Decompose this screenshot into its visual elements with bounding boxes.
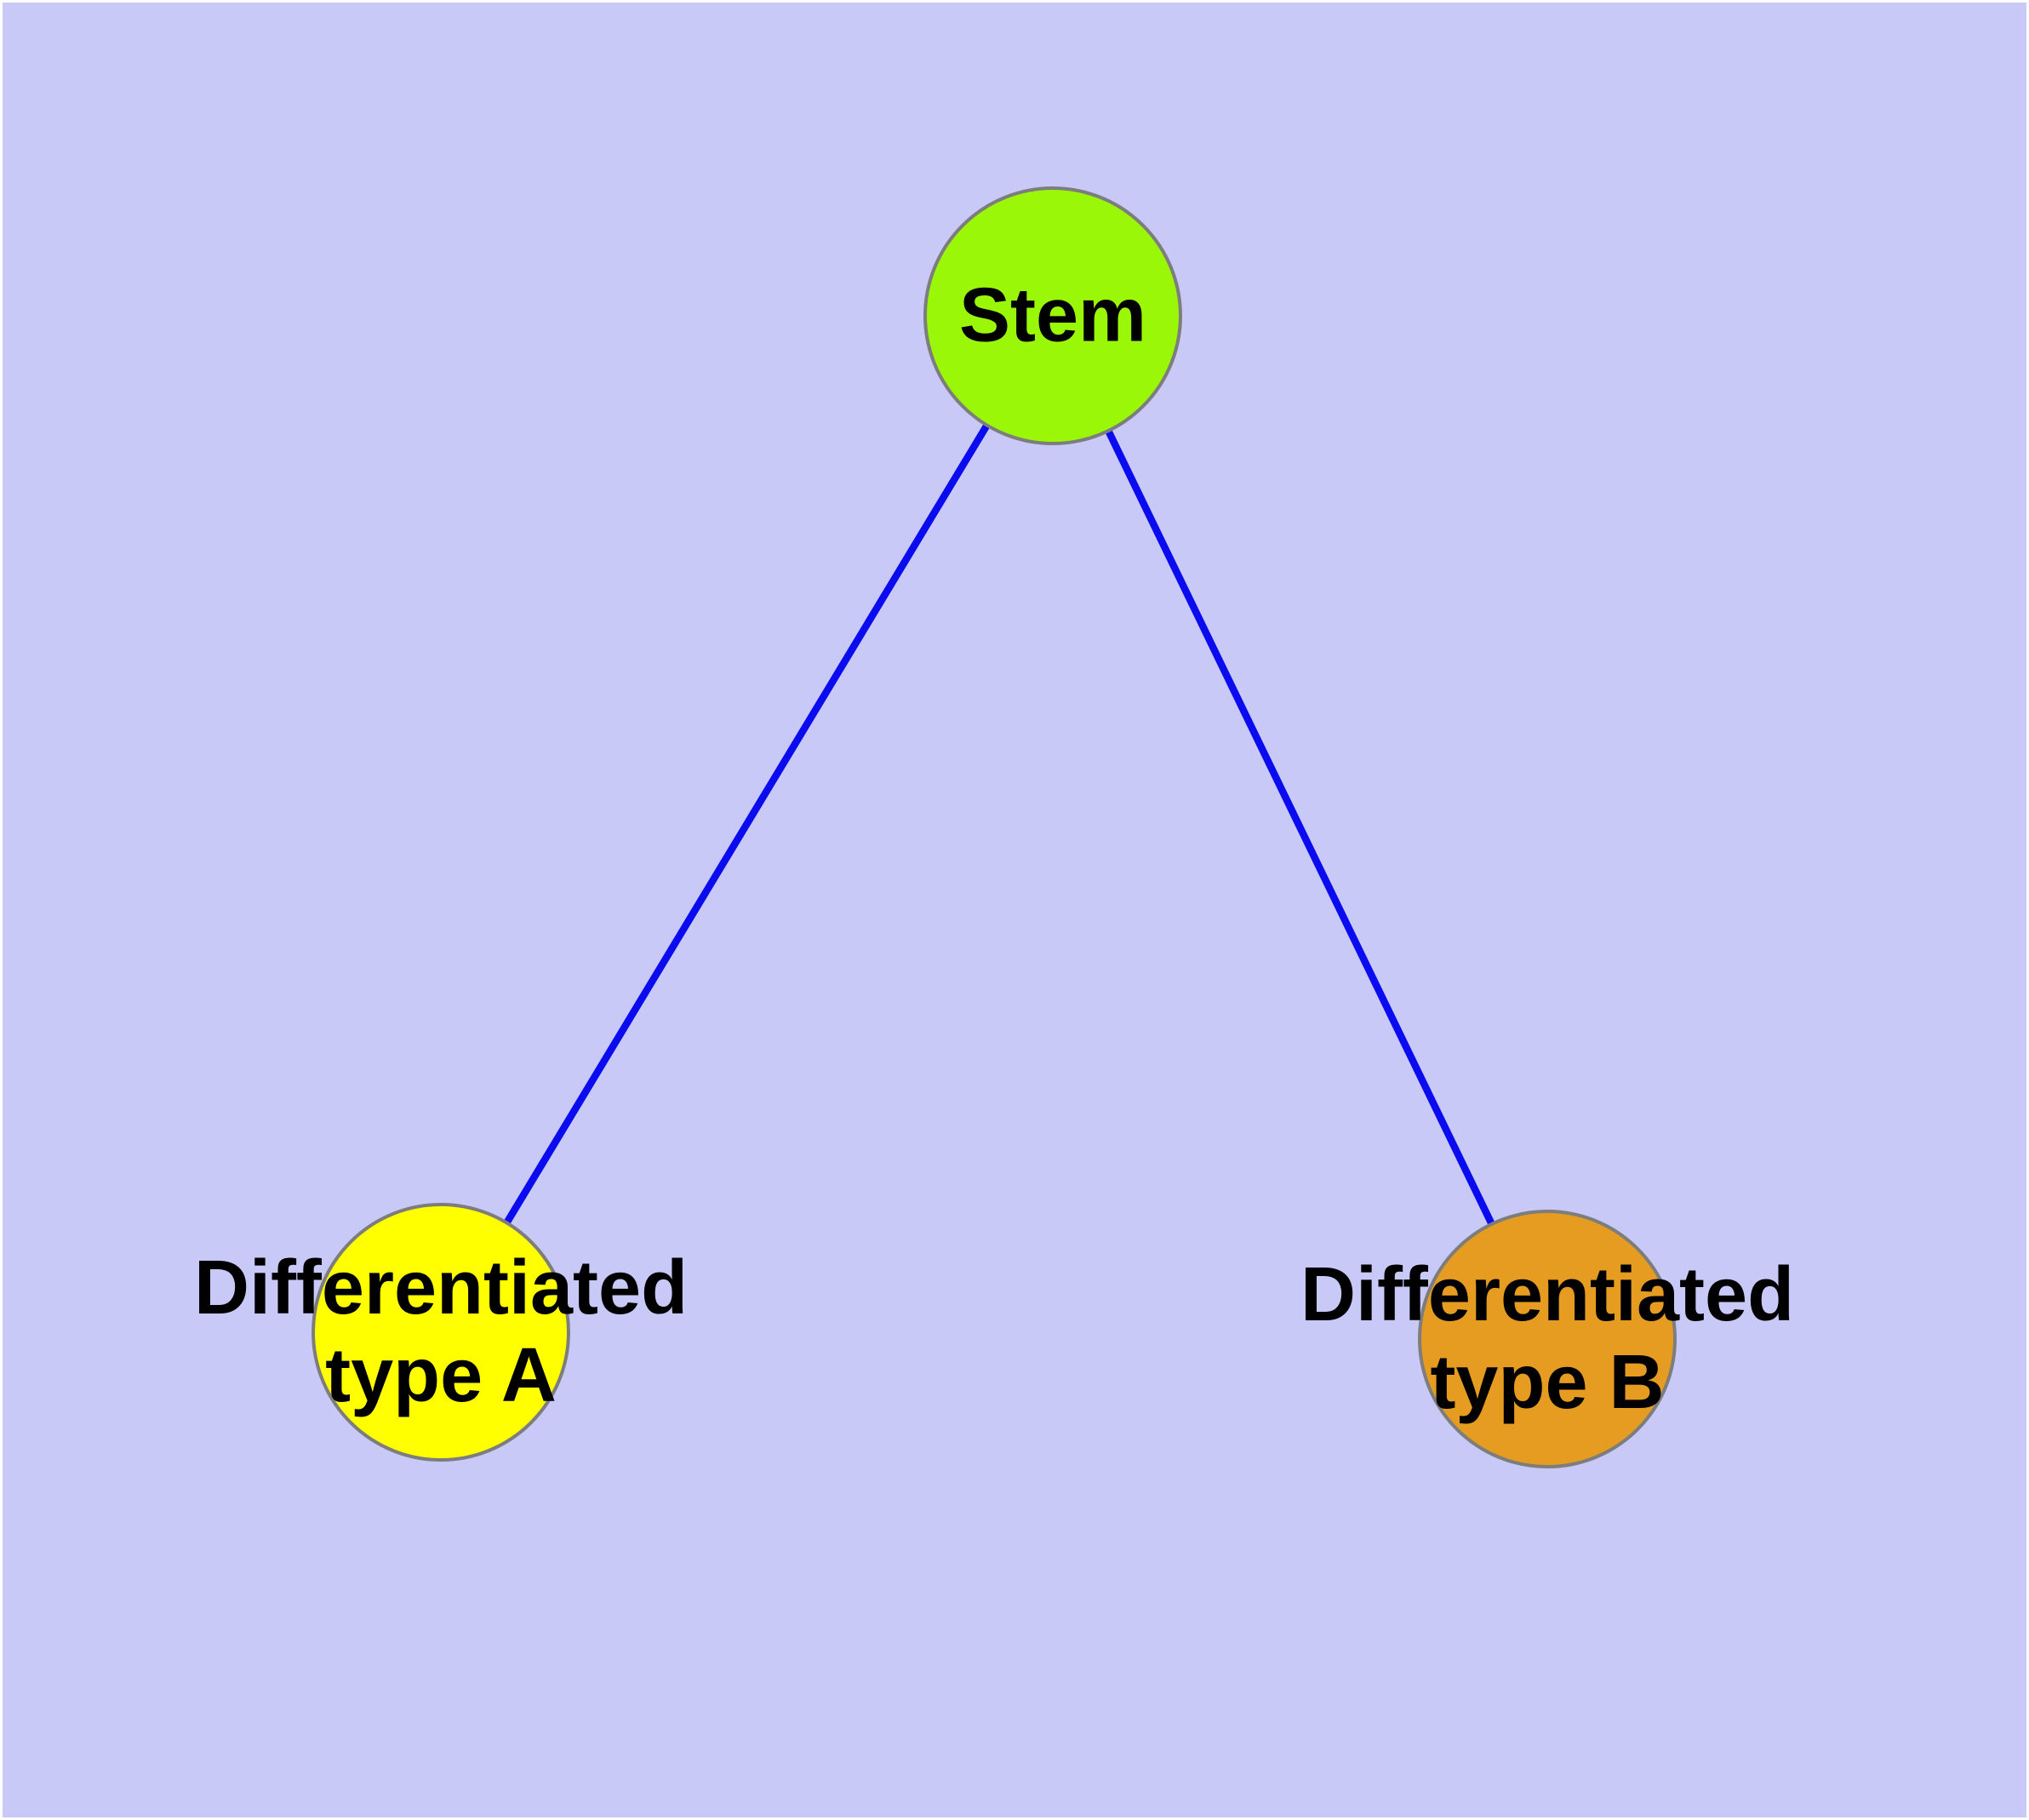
nodes-layer bbox=[311, 186, 1677, 1468]
node-diff-b bbox=[1418, 1210, 1677, 1468]
node-stem bbox=[923, 186, 1182, 445]
edges-layer bbox=[437, 313, 1551, 1341]
edge-stem-to-diff-b bbox=[1049, 314, 1551, 1341]
edge-stem-to-diff-a bbox=[437, 313, 1056, 1335]
node-diff-a bbox=[311, 1203, 570, 1462]
